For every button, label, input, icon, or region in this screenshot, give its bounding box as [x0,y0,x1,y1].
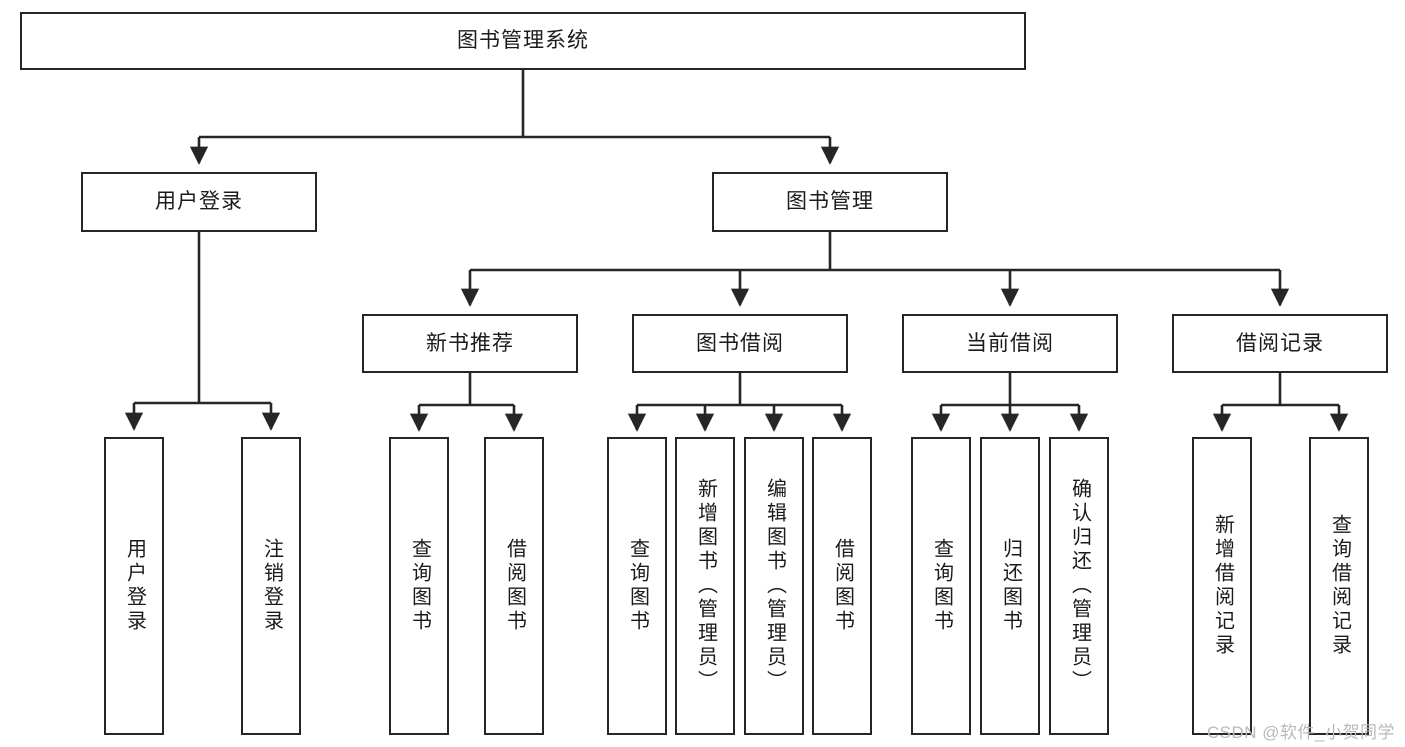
node-current-borrow-label: 当前借阅 [966,331,1054,355]
leaf-query-book-borrow[interactable]: 查询图书 [607,437,667,735]
watermark: CSDN @软件_小贺同学 [1206,723,1395,742]
leaf-logout-login[interactable]: 注销登录 [241,437,301,735]
leaf-query-borrow-record-label: 查询借阅记录 [1328,514,1351,658]
leaf-borrow-book-recommend-label: 借阅图书 [503,538,526,634]
leaf-query-book-recommend[interactable]: 查询图书 [389,437,449,735]
node-book-borrow-label: 图书借阅 [696,331,784,355]
node-borrow-record-label: 借阅记录 [1236,331,1324,355]
leaf-user-login[interactable]: 用户登录 [104,437,164,735]
leaf-edit-book-admin-label: 编辑图书（管理员） [763,478,786,694]
leaf-query-book-current-label: 查询图书 [930,538,953,634]
leaf-logout-login-label: 注销登录 [260,538,283,634]
node-root[interactable]: 图书管理系统 [20,12,1026,70]
leaf-borrow-book-label: 借阅图书 [831,538,854,634]
leaf-borrow-book[interactable]: 借阅图书 [812,437,872,735]
leaf-query-book-recommend-label: 查询图书 [408,538,431,634]
leaf-user-login-label: 用户登录 [123,538,146,634]
leaf-edit-book-admin[interactable]: 编辑图书（管理员） [744,437,804,735]
node-new-book-recommend[interactable]: 新书推荐 [362,314,578,373]
node-borrow-record[interactable]: 借阅记录 [1172,314,1388,373]
node-current-borrow[interactable]: 当前借阅 [902,314,1118,373]
node-user-login-label: 用户登录 [155,190,243,214]
leaf-query-book-current[interactable]: 查询图书 [911,437,971,735]
leaf-confirm-return-admin-label: 确认归还（管理员） [1068,478,1091,694]
node-book-management[interactable]: 图书管理 [712,172,948,232]
leaf-confirm-return-admin[interactable]: 确认归还（管理员） [1049,437,1109,735]
leaf-borrow-book-recommend[interactable]: 借阅图书 [484,437,544,735]
leaf-add-borrow-record[interactable]: 新增借阅记录 [1192,437,1252,735]
node-new-book-recommend-label: 新书推荐 [426,331,514,355]
leaf-return-book[interactable]: 归还图书 [980,437,1040,735]
leaf-query-book-borrow-label: 查询图书 [626,538,649,634]
node-book-management-label: 图书管理 [786,190,874,214]
node-user-login[interactable]: 用户登录 [81,172,317,232]
leaf-add-borrow-record-label: 新增借阅记录 [1211,514,1234,658]
leaf-return-book-label: 归还图书 [999,538,1022,634]
leaf-add-book-admin[interactable]: 新增图书（管理员） [675,437,735,735]
leaf-query-borrow-record[interactable]: 查询借阅记录 [1309,437,1369,735]
node-book-borrow[interactable]: 图书借阅 [632,314,848,373]
node-root-label: 图书管理系统 [457,29,589,53]
leaf-add-book-admin-label: 新增图书（管理员） [694,478,717,694]
